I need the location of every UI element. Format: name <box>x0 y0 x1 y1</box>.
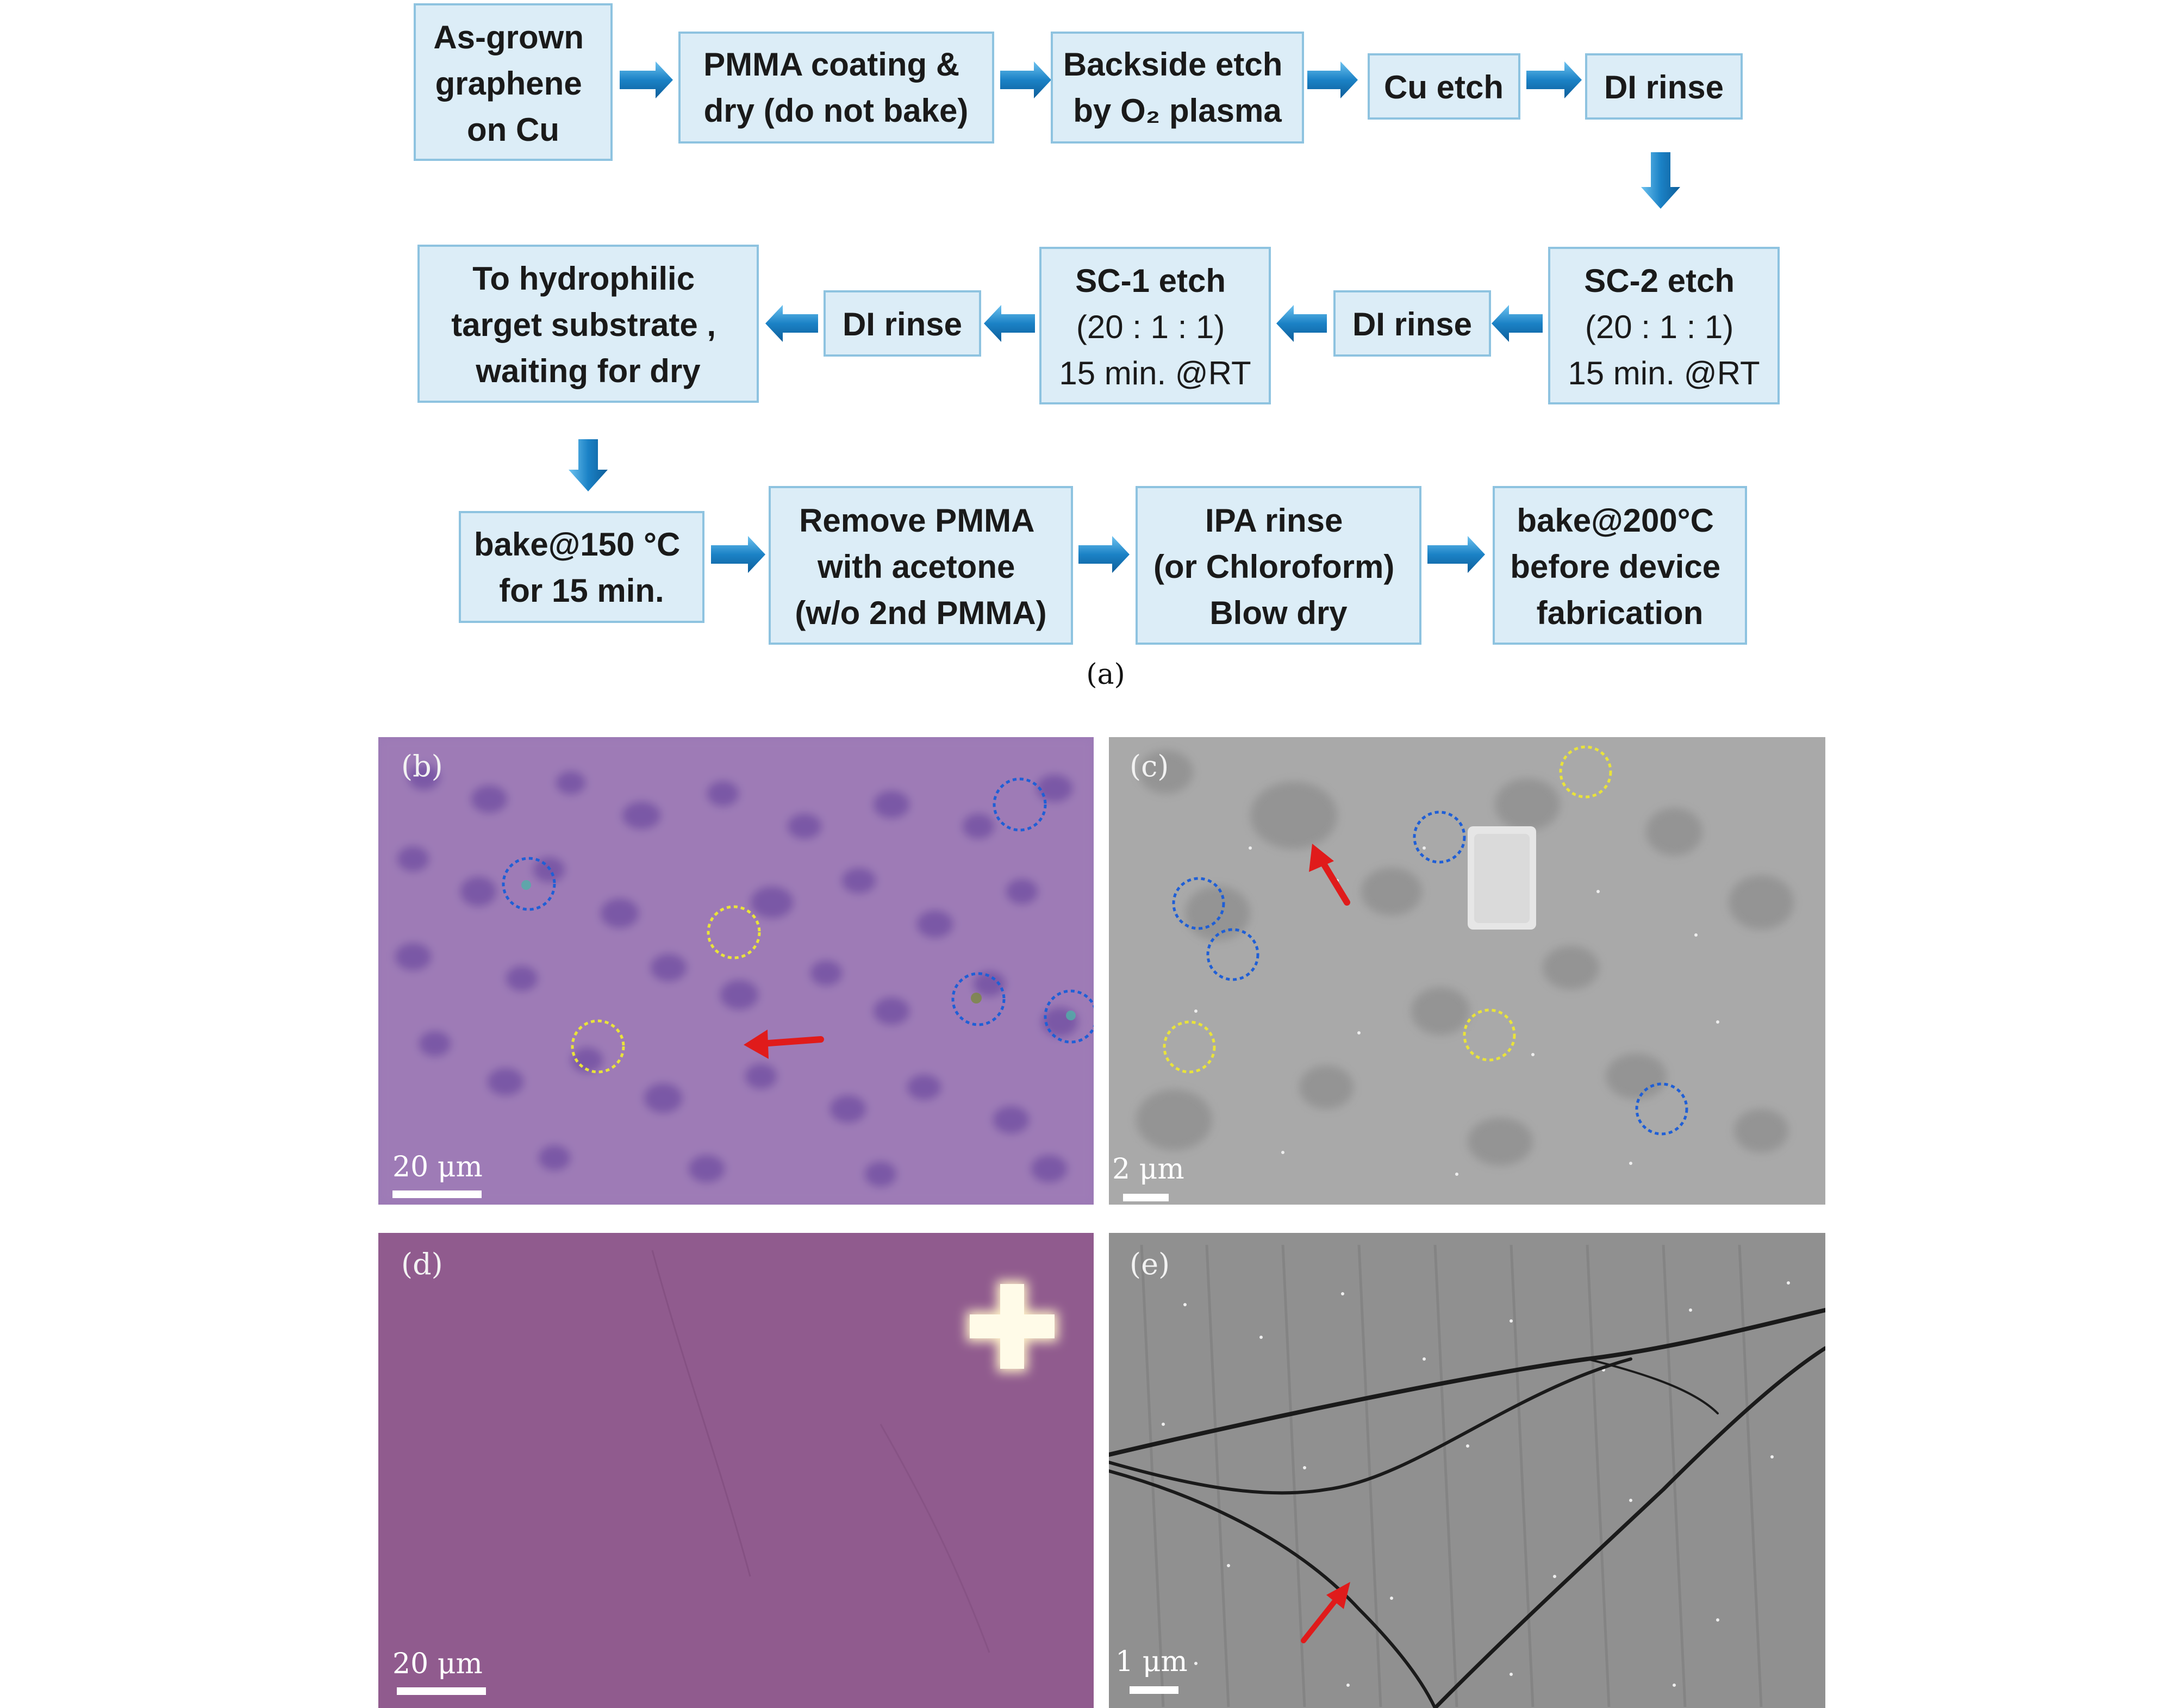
panel-e-label: (e) <box>1130 1247 1170 1281</box>
marker-blue-circle <box>502 857 556 911</box>
panel-b-label: (b) <box>401 749 443 783</box>
step-hydrophilic-substrate: To hydrophilic target substrate , waitin… <box>417 245 759 403</box>
step-sc2-etch: SC-2 etch (20 : 1 : 1) 15 min. @RT <box>1548 247 1780 404</box>
panel-b-scale-text: 20 μm <box>392 1151 483 1183</box>
panel-e-scale-bar <box>1130 1686 1178 1694</box>
arrow-right-6 <box>1078 536 1130 573</box>
marker-yellow-circle <box>571 1019 625 1074</box>
step-pmma-coating: PMMA coating & dry (do not bake) <box>678 32 994 144</box>
step-as-grown-graphene: As-grown graphene on Cu <box>414 3 613 161</box>
marker-yellow-circle <box>1163 1020 1216 1074</box>
step-remove-pmma-text: Remove PMMA with acetone (w/o 2nd PMMA) <box>795 502 1046 631</box>
arrow-right-4 <box>1526 61 1582 98</box>
marker-blue-circle <box>1172 877 1225 930</box>
marker-blue-circle <box>1413 811 1466 864</box>
step-sc1-etch: SC-1 etch (20 : 1 : 1) 15 min. @RT <box>1039 247 1271 404</box>
marker-blue-circle <box>1044 989 1094 1044</box>
step-sc2-etch-text: SC-2 etch (20 : 1 : 1) 15 min. @RT <box>1568 263 1760 391</box>
step-as-grown-graphene-text: As-grown graphene on Cu <box>433 19 592 148</box>
alignment-mark <box>966 1281 1058 1372</box>
step-sc1-etch-text: SC-1 etch (20 : 1 : 1) 15 min. @RT <box>1059 263 1251 391</box>
arrow-left-4 <box>765 305 818 342</box>
step-di-rinse-2-text: DI rinse <box>1352 306 1472 342</box>
arrow-down-1 <box>1641 152 1680 209</box>
step-di-rinse-3: DI rinse <box>824 290 981 357</box>
panel-e: (e) 1 μm <box>1109 1233 1825 1708</box>
step-di-rinse-2: DI rinse <box>1333 290 1491 357</box>
red-arrow-marker <box>1309 844 1350 906</box>
panel-c: 2 μm (c) <box>1109 737 1825 1205</box>
arrow-left-1 <box>1492 305 1543 342</box>
marker-blue-circle <box>951 972 1006 1026</box>
panel-c-scale-bar <box>1123 1194 1169 1201</box>
caption-a: (a) <box>1086 658 1125 691</box>
step-ipa-rinse: IPA rinse (or Chloroform) Blow dry <box>1136 486 1421 645</box>
arrow-down-2 <box>569 439 608 491</box>
panel-c-label: (c) <box>1130 749 1169 783</box>
flowchart: As-grown graphene on Cu PMMA coating & d… <box>414 3 1780 691</box>
arrow-left-3 <box>984 305 1035 342</box>
panel-c-texture <box>1136 745 1794 1176</box>
step-bake-200: bake@200°C before device fabrication <box>1493 486 1747 645</box>
arrow-right-5 <box>711 536 765 573</box>
red-arrow-marker <box>1301 1582 1350 1643</box>
panel-b-scale-bar <box>392 1190 482 1198</box>
marker-blue-circle <box>993 777 1047 832</box>
step-pmma-coating-text: PMMA coating & dry (do not bake) <box>703 46 969 129</box>
step-remove-pmma: Remove PMMA with acetone (w/o 2nd PMMA) <box>769 486 1073 645</box>
red-arrow-marker <box>744 1030 824 1059</box>
step-di-rinse-3-text: DI rinse <box>843 306 962 342</box>
panel-d: (d) 20 μm <box>378 1233 1094 1708</box>
panel-c-scale-text: 2 μm <box>1112 1153 1184 1186</box>
cracks <box>1109 1308 1825 1708</box>
step-di-rinse-1-text: DI rinse <box>1604 69 1724 105</box>
step-bake-150: bake@150 °C for 15 min. <box>459 511 704 623</box>
arrow-right-1 <box>620 61 673 98</box>
marker-blue-circle <box>1206 928 1259 981</box>
step-bake-200-text: bake@200°C before device fabrication <box>1510 502 1730 631</box>
step-cu-etch: Cu etch <box>1368 53 1520 120</box>
step-backside-etch-text: Backside etch by O₂ plasma <box>1063 46 1292 129</box>
step-hydrophilic-substrate-text: To hydrophilic target substrate , waitin… <box>451 260 725 389</box>
step-di-rinse-1: DI rinse <box>1585 53 1743 120</box>
step-backside-etch: Backside etch by O₂ plasma <box>1051 32 1304 144</box>
panel-b-texture <box>378 737 1094 1205</box>
panel-d-texture <box>378 1233 1094 1708</box>
marker-yellow-circle <box>1559 745 1612 799</box>
panel-b-markers <box>502 777 1094 1074</box>
panel-e-scale-text: 1 μm <box>1115 1645 1188 1678</box>
arrow-right-2 <box>1000 61 1051 98</box>
panel-d-scale-text: 20 μm <box>392 1648 483 1680</box>
arrow-right-7 <box>1427 536 1485 573</box>
panel-b: (b) 20 μm <box>378 737 1094 1205</box>
marker-yellow-circle <box>1463 1008 1516 1062</box>
step-cu-etch-text: Cu etch <box>1384 69 1504 105</box>
step-ipa-rinse-text: IPA rinse (or Chloroform) Blow dry <box>1153 502 1404 631</box>
step-bake-150-text: bake@150 °C for 15 min. <box>474 526 689 609</box>
panel-d-scale-bar <box>397 1687 486 1695</box>
panel-e-texture <box>1109 1244 1825 1708</box>
arrow-right-3 <box>1307 61 1358 98</box>
arrow-left-2 <box>1276 305 1327 342</box>
panel-d-label: (d) <box>401 1247 443 1281</box>
marker-blue-circle <box>1635 1082 1688 1136</box>
marker-yellow-circle <box>707 905 761 959</box>
